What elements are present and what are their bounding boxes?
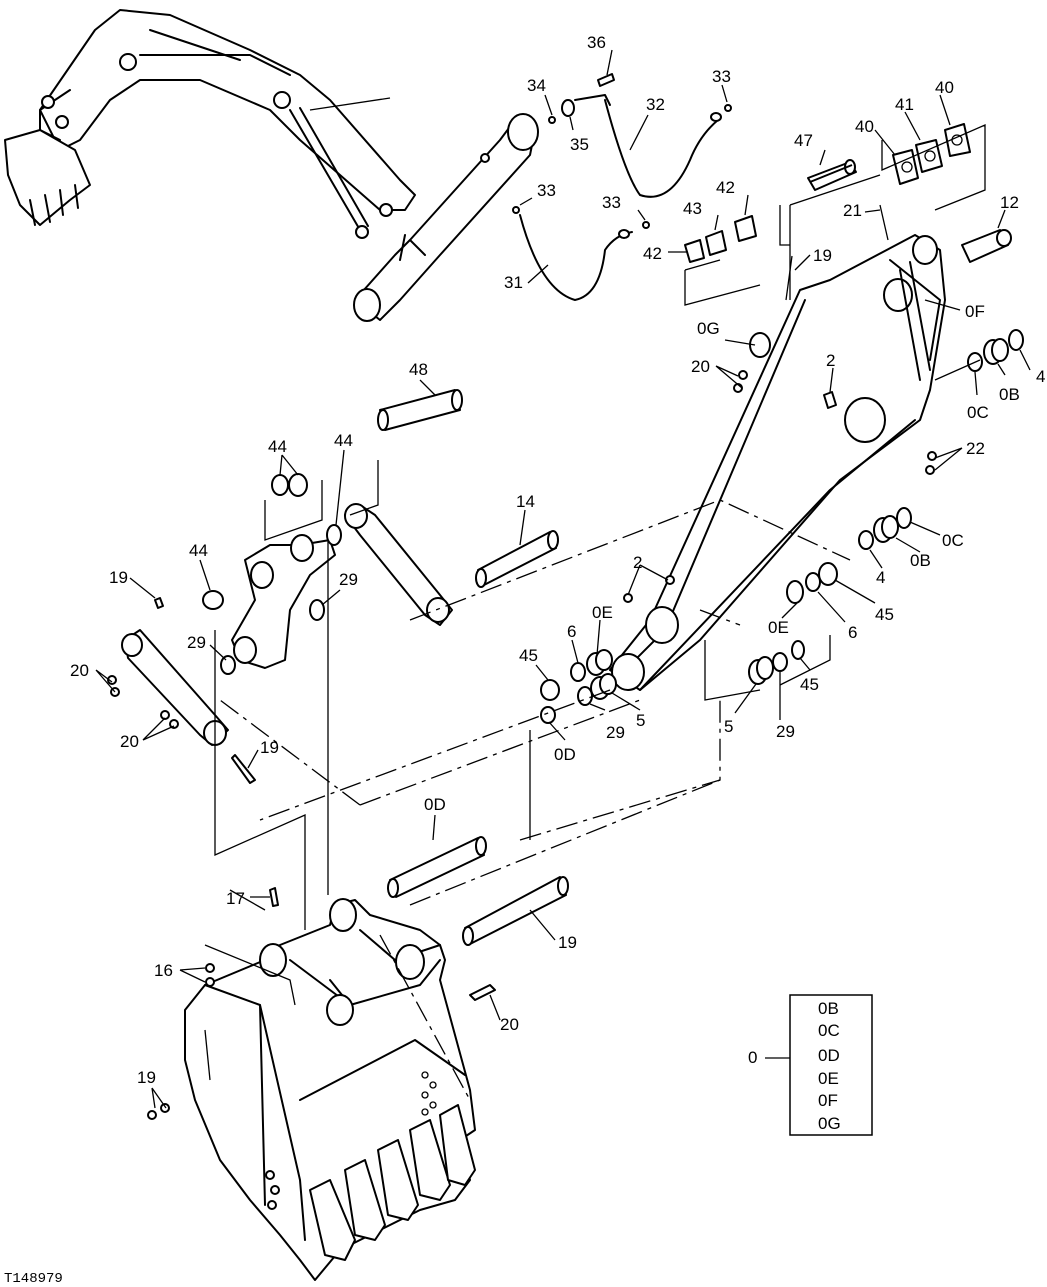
callout-44: 44 (268, 437, 287, 456)
callout-29: 45 (800, 675, 819, 694)
callout-21: 21 (843, 201, 862, 220)
legend-label: 0 (748, 1048, 757, 1067)
callout-0G: 0G (697, 319, 720, 338)
callout-6: 6 (567, 622, 576, 641)
callout-17: 0D (424, 795, 446, 814)
callout-20: 20 (691, 357, 710, 376)
callout-33: 33 (712, 67, 731, 86)
callout-44: 44 (334, 431, 353, 450)
callout-41: 41 (895, 95, 914, 114)
callout-20: 20 (70, 661, 89, 680)
figure-id: T148979 (4, 1271, 63, 1287)
callout-0F: 0F (965, 302, 985, 321)
callout-19: 19 (260, 738, 279, 757)
callout-leaders (95, 49, 1031, 1109)
callout-0B: 0B (999, 385, 1020, 404)
hoses (512, 73, 732, 301)
callout-0C: 0C (942, 531, 964, 550)
callout-4: 4 (876, 568, 885, 587)
callout-0E: 0E (592, 603, 613, 622)
callout-42: 42 (716, 178, 735, 197)
bucket-cylinder (353, 113, 539, 322)
overview-arm-drawing (4, 9, 416, 239)
callout-35: 35 (570, 135, 589, 154)
callout-29: 29 (339, 570, 358, 589)
callout-19: 20 (500, 1015, 519, 1034)
callout-40: 40 (935, 78, 954, 97)
callout-48: 48 (409, 360, 428, 379)
callout-45: 45 (875, 605, 894, 624)
callout-22: 22 (966, 439, 985, 458)
callout-40: 40 (855, 117, 874, 136)
callout-2: 2 (633, 553, 642, 572)
callout-34: 34 (527, 76, 546, 95)
callout-36: 36 (587, 33, 606, 52)
legend-item-0E: 0E (818, 1069, 839, 1088)
legend-item-0C: 0C (818, 1021, 840, 1040)
shims-and-pins-top (684, 123, 1012, 301)
callout-0D: 5 (636, 711, 645, 730)
pins (377, 164, 853, 946)
callout-19: 19 (813, 246, 832, 265)
callout-19: 19 (109, 568, 128, 587)
links (107, 370, 748, 784)
seal-rings-middle (540, 575, 675, 724)
callout-44: 44 (189, 541, 208, 560)
callout-5: 29 (776, 722, 795, 741)
callout-2: 2 (826, 351, 835, 370)
parts-legend: 0B 0C 0D 0E 0F 0G 0 (748, 994, 873, 1136)
callout-19: 17 (226, 889, 245, 908)
legend-item-0G: 0G (818, 1114, 841, 1133)
callout-31: 31 (504, 273, 523, 292)
callout-32: 32 (646, 95, 665, 114)
callout-29: 0D (554, 745, 576, 764)
callout-20: 19 (137, 1068, 156, 1087)
callout-42: 42 (643, 244, 662, 263)
bucket-assembly (147, 887, 496, 1281)
callout-20: 20 (120, 732, 139, 751)
legend-item-0F: 0F (818, 1091, 838, 1110)
callout-33: 33 (537, 181, 556, 200)
callout-16: 19 (558, 933, 577, 952)
callout-20: 16 (154, 961, 173, 980)
callout-0D: 5 (724, 717, 733, 736)
arm-assembly (609, 234, 946, 691)
assembly-lines (219, 499, 851, 1101)
seal-rings-right (748, 329, 1024, 685)
callout-43: 43 (683, 199, 702, 218)
callout-29: 29 (187, 633, 206, 652)
callout-12: 12 (1000, 193, 1019, 212)
callout-0B: 0B (910, 551, 931, 570)
callout-45: 45 (519, 646, 538, 665)
legend-item-0D: 0D (818, 1046, 840, 1065)
bracket-lines (204, 97, 986, 1081)
callout-4: 4 (1036, 367, 1045, 386)
callout-33: 33 (602, 193, 621, 212)
callout-0E: 0E (768, 618, 789, 637)
callout-5: 29 (606, 723, 625, 742)
legend-item-0B: 0B (818, 999, 839, 1018)
callout-0C: 0C (967, 403, 989, 422)
callout-14: 14 (516, 492, 535, 511)
callout-6: 6 (848, 623, 857, 642)
callout-47: 47 (794, 131, 813, 150)
callout-labels: 36 34 33 35 32 33 33 31 47 40 41 40 12 4… (70, 33, 1045, 1087)
